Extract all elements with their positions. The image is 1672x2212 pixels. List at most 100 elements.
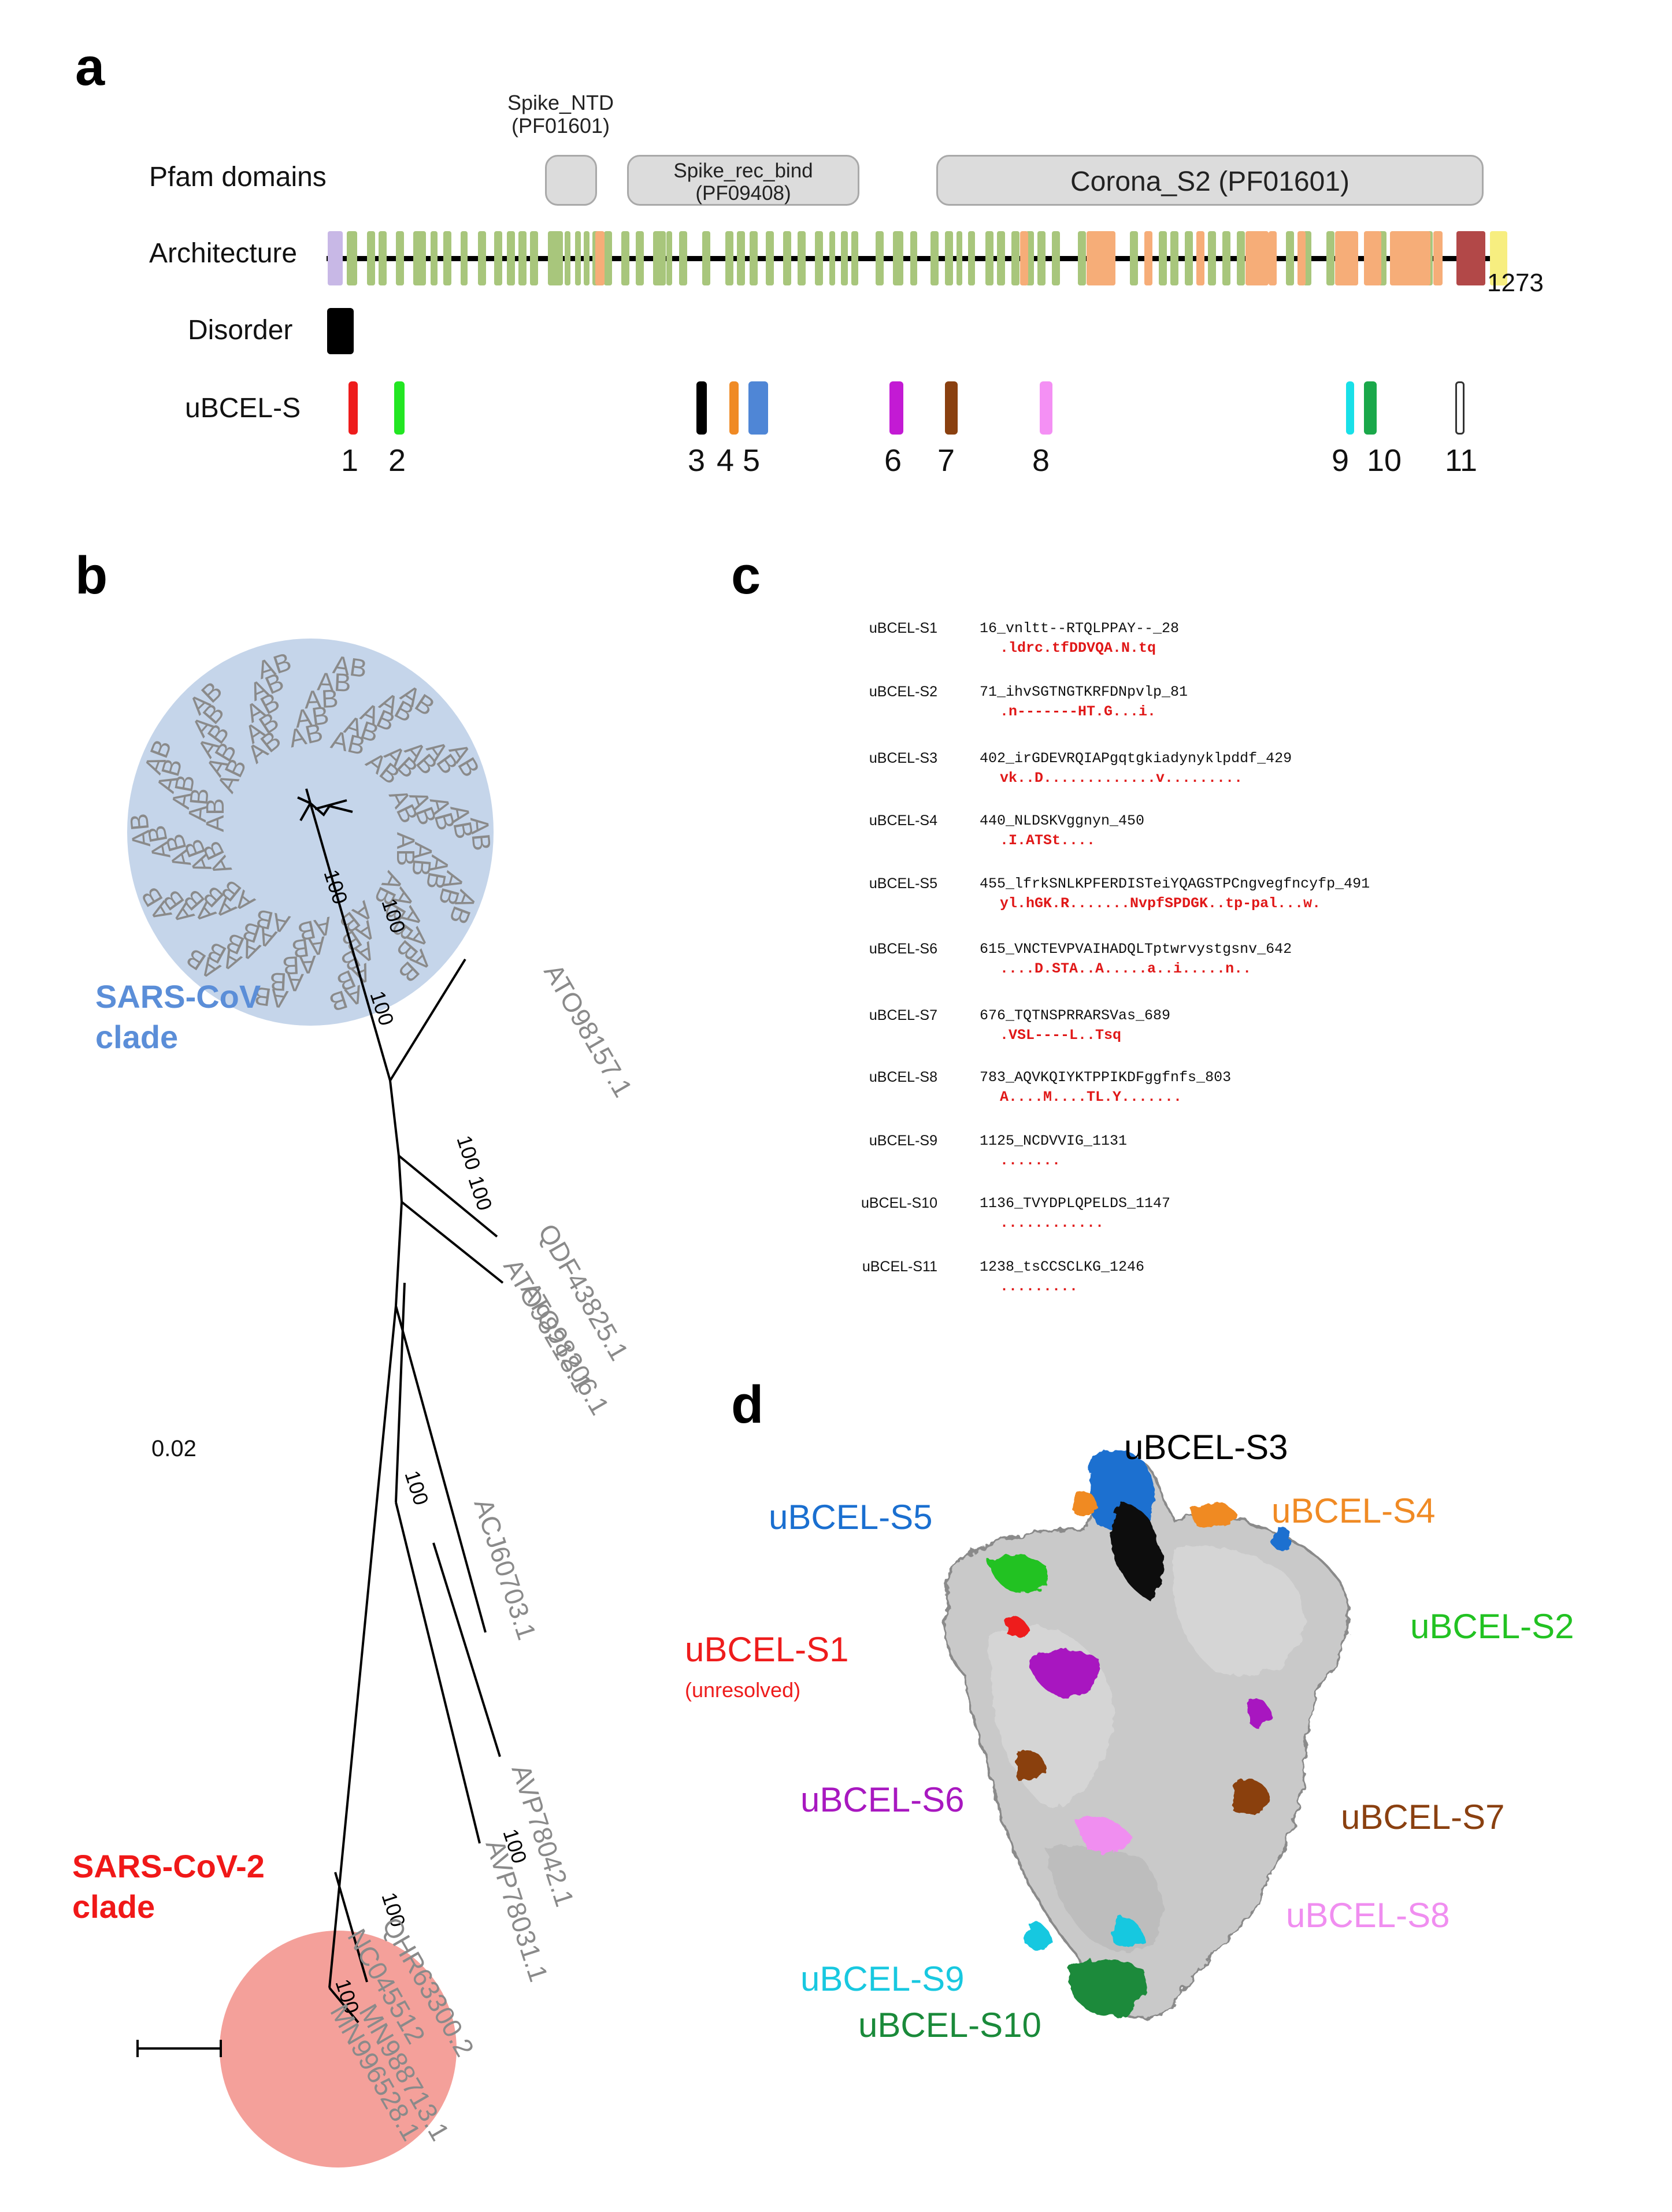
leaf-glyph: AB	[166, 773, 201, 811]
leaf-glyph: AB	[282, 950, 317, 980]
epitope-s4b	[1191, 1504, 1237, 1527]
helix	[507, 231, 515, 285]
helix	[1185, 231, 1193, 285]
transmembrane-region	[1456, 231, 1485, 285]
helix	[851, 231, 858, 285]
ubcel-number-6: 6	[884, 443, 902, 478]
alignment-substitutions: .........	[1000, 1278, 1078, 1295]
leaf-glyph: AB	[317, 667, 352, 697]
alignment-sequence: 676_TQTNSPRRARSVas_689	[980, 1007, 1171, 1024]
sequence-length: 1273	[1487, 269, 1544, 297]
leaf-glyph: AB	[201, 798, 229, 832]
structure-label-s8: uBCEL-S8	[1286, 1896, 1450, 1935]
helix	[841, 231, 848, 285]
ubcel-number-5: 5	[743, 443, 761, 478]
helix	[1208, 231, 1216, 285]
ubcel-number-10: 10	[1367, 443, 1402, 478]
strand	[1433, 231, 1443, 285]
leaf-glyph: AB	[420, 853, 454, 892]
architecture-track	[327, 231, 1507, 285]
alignment-substitutions: yl.hGK.R.......NvpfSPDGK..tp-pal...w.	[1000, 895, 1321, 912]
sars-cov2-clade-bubble	[220, 1931, 457, 2168]
panel-label-b: b	[75, 546, 108, 605]
leaf-glyph: AB	[444, 803, 479, 841]
branch	[328, 1305, 397, 1988]
scale-bar	[136, 2040, 222, 2057]
epitope-s4a	[1075, 1490, 1098, 1516]
ubcel-bar-5	[748, 381, 768, 435]
helix	[1326, 231, 1334, 285]
helix	[876, 231, 884, 285]
epitope-s6b	[1248, 1698, 1271, 1727]
tree-branches	[297, 788, 504, 2024]
alignment-substitutions: .n-------HT.G...i.	[1000, 703, 1156, 720]
leaf-glyph: AB	[252, 981, 290, 1014]
leaf-label: ATO98157.1	[538, 959, 638, 1102]
alignment-row-label: uBCEL-S5	[869, 875, 937, 892]
leaf-glyph: AB	[183, 787, 214, 823]
domain-id: (PF01601)	[511, 114, 610, 138]
helix	[1052, 231, 1060, 285]
ubcel-bar-8	[1040, 381, 1052, 435]
helix	[985, 231, 993, 285]
structure-label-s9: uBCEL-S9	[800, 1959, 965, 1998]
strand	[1087, 231, 1115, 285]
disorder-region	[327, 308, 354, 354]
helix	[1130, 231, 1138, 285]
leaf-glyph: AB	[391, 832, 420, 866]
alignment-row-label: uBCEL-S10	[861, 1195, 937, 1211]
ubcel-number-3: 3	[688, 443, 706, 478]
panel-label-a: a	[75, 38, 105, 97]
structure-label-s4: uBCEL-S4	[1271, 1491, 1436, 1530]
domain-spike-ntd-label: Spike_NTD (PF01601)	[503, 91, 618, 138]
alignment-row-label: uBCEL-S3	[869, 750, 937, 766]
ubcel-bar-2	[394, 381, 405, 435]
leaf-glyph: AB	[125, 812, 156, 849]
alignment-substitutions: vk..D.............v.........	[1000, 770, 1243, 786]
helix	[930, 231, 939, 285]
alignment-row-label: uBCEL-S4	[869, 812, 937, 829]
epitope-s7a	[1017, 1750, 1046, 1782]
ubcel-bar-10	[1364, 381, 1377, 435]
helix	[347, 231, 357, 285]
epitope-s9b	[1113, 1917, 1144, 1947]
alignment-row-label: uBCEL-S2	[869, 684, 937, 700]
branch	[398, 1155, 498, 1238]
helix	[957, 231, 962, 285]
branch	[309, 803, 487, 1633]
bootstrap-value: 100	[464, 1173, 497, 1213]
ubcel-bar-7	[945, 381, 958, 435]
leaf-glyph: AB	[142, 823, 176, 862]
domain-id: (PF09408)	[695, 182, 791, 205]
helix	[367, 231, 375, 285]
structure-label-s7: uBCEL-S7	[1341, 1798, 1505, 1836]
helix	[636, 231, 644, 285]
helix	[702, 231, 710, 285]
clade-word: clade	[72, 1888, 155, 1925]
ubcel-bar-9	[1346, 381, 1354, 435]
helix	[679, 231, 687, 285]
helix	[1159, 231, 1167, 285]
ubcel-number-7: 7	[937, 443, 955, 478]
epitope-s1	[1006, 1616, 1029, 1636]
helix	[910, 231, 917, 285]
helix	[431, 231, 438, 285]
domain-corona-s2-label: Corona_S2 (PF01601)	[1070, 166, 1350, 197]
domain-spike-ntd-box	[545, 155, 597, 206]
clade-word: clade	[95, 1019, 179, 1055]
branch	[389, 958, 466, 1082]
helix	[766, 231, 774, 285]
ubcel-number-8: 8	[1032, 443, 1050, 478]
branch	[395, 1282, 406, 1503]
helix	[815, 231, 823, 285]
alignment-substitutions: ............	[1000, 1215, 1104, 1231]
helix	[750, 231, 758, 285]
ubcel-bar-6	[889, 381, 903, 435]
leaf-glyph: AB	[293, 701, 331, 733]
leaf-glyph: AB	[406, 841, 438, 877]
helix	[461, 231, 468, 285]
branch	[334, 1872, 368, 1983]
alignment-substitutions: ....D.STA..A.....a..i.....n..	[1000, 960, 1252, 977]
structure-label-s10: uBCEL-S10	[858, 2006, 1041, 2044]
strand	[595, 231, 605, 285]
